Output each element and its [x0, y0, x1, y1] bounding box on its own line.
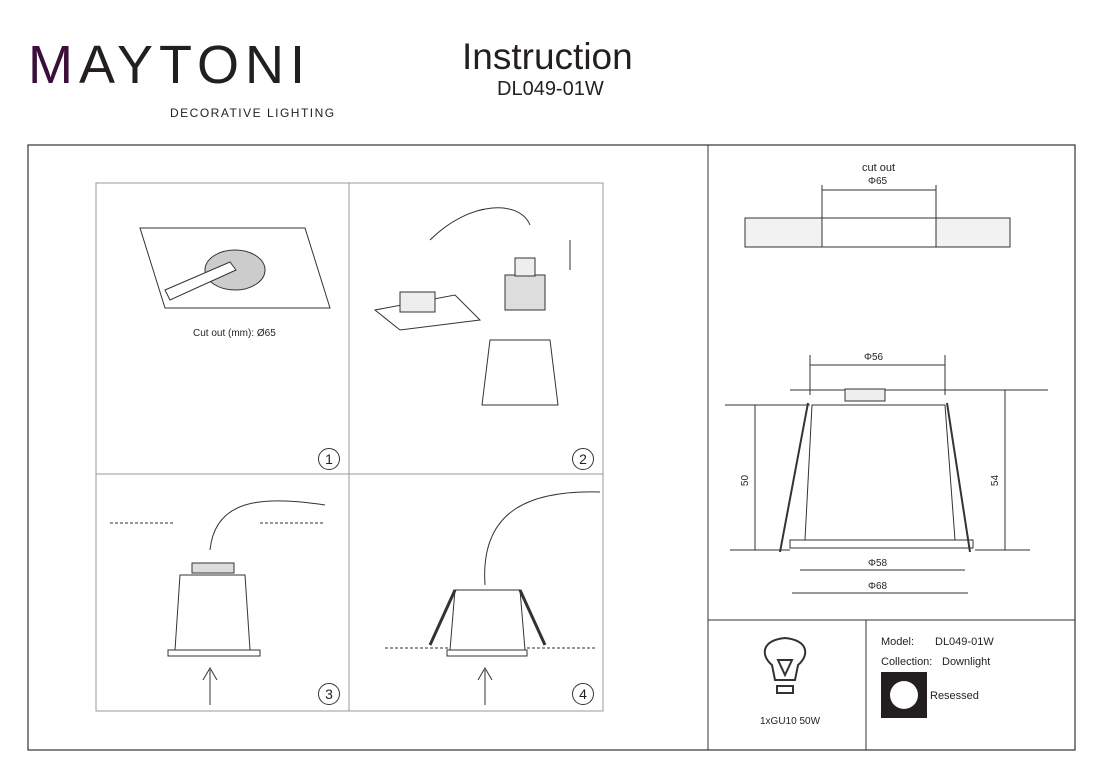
- dim-50: 50: [740, 474, 752, 487]
- dim-56: Φ56: [864, 352, 884, 363]
- maytoni-logo: MAYTONI: [28, 35, 312, 95]
- collection-value: Downlight: [942, 656, 991, 668]
- cutout-title: cut out: [862, 162, 896, 174]
- cutout-label: Cut out (mm): Ø65: [193, 328, 276, 339]
- dim-68: Φ68: [868, 581, 888, 592]
- model-label: Model:: [881, 636, 915, 648]
- step-number: 3: [318, 683, 340, 705]
- dim-58: Φ58: [868, 558, 888, 569]
- step-number: 1: [318, 448, 340, 470]
- dim-65: Φ65: [868, 176, 888, 187]
- logo-subtitle: DECORATIVE LIGHTING: [170, 106, 336, 120]
- mount-type: Resessed: [930, 690, 979, 702]
- lamp-spec: 1xGU10 50W: [760, 716, 821, 727]
- dim-54: 54: [990, 474, 1002, 487]
- model-heading: DL049-01W: [497, 78, 604, 100]
- step-number: 4: [572, 683, 594, 705]
- page-title: Instruction: [462, 36, 633, 77]
- model-value: DL049-01W: [935, 636, 994, 648]
- collection-label: Collection:: [881, 656, 933, 668]
- step-number: 2: [572, 448, 594, 470]
